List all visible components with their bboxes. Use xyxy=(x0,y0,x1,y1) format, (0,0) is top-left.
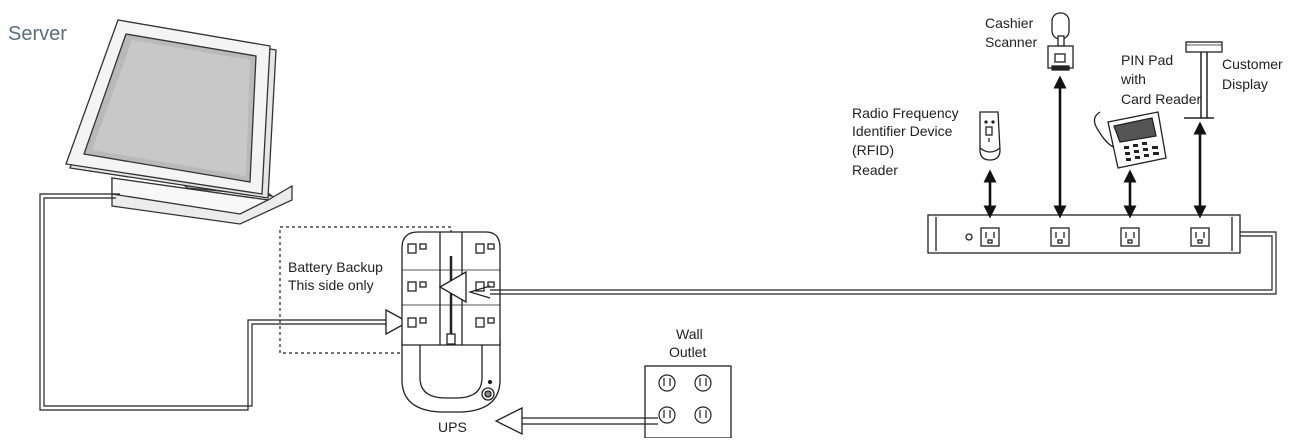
server-monitor xyxy=(65,19,293,225)
ups-unit xyxy=(401,231,501,413)
customer-display-label-line1: Customer xyxy=(1222,56,1283,72)
wall-receptacle xyxy=(658,374,712,424)
strip-outlet-1 xyxy=(980,227,1000,247)
wall-outlet xyxy=(644,365,732,439)
pin-pad-keys xyxy=(1124,142,1159,161)
pin-pad-device xyxy=(1093,111,1167,169)
cashier-scanner-device xyxy=(1047,12,1074,71)
scanner-label-line1: Cashier xyxy=(985,15,1034,31)
rfid-label-line3: (RFID) xyxy=(852,142,894,158)
scanner-label-line2: Scanner xyxy=(985,34,1037,50)
rfid-label-line4: Reader xyxy=(852,162,898,178)
battery-backup-label-line1: Battery Backup xyxy=(288,259,383,275)
device-connection-arrows xyxy=(983,75,1207,219)
server-label: Server xyxy=(8,23,67,45)
battery-backup-label-line2: This side only xyxy=(288,277,374,293)
ups-label: UPS xyxy=(438,419,467,435)
customer-display-label-line2: Display xyxy=(1222,76,1268,92)
wall-outlet-label-line1: Wall xyxy=(676,326,703,342)
power-strip xyxy=(927,214,1241,254)
strip-outlet-4 xyxy=(1190,227,1210,247)
pinpad-label-line3: Card Reader xyxy=(1121,91,1201,107)
strip-outlet-2 xyxy=(1050,227,1070,247)
ups-mains-cable xyxy=(494,406,658,436)
server-power-cable xyxy=(39,193,410,411)
wall-outlet-label-line2: Outlet xyxy=(669,344,706,360)
pinpad-label-line1: PIN Pad xyxy=(1121,52,1173,68)
rfid-label-line1: Radio Frequency xyxy=(852,105,959,121)
customer-display-device xyxy=(1184,41,1223,119)
power-strip-cable xyxy=(438,231,1277,304)
pinpad-label-line2: with xyxy=(1120,71,1146,87)
rfid-label-line2: Identifier Device xyxy=(852,123,953,139)
rfid-reader-device xyxy=(979,111,1001,161)
strip-outlet-3 xyxy=(1120,227,1140,247)
